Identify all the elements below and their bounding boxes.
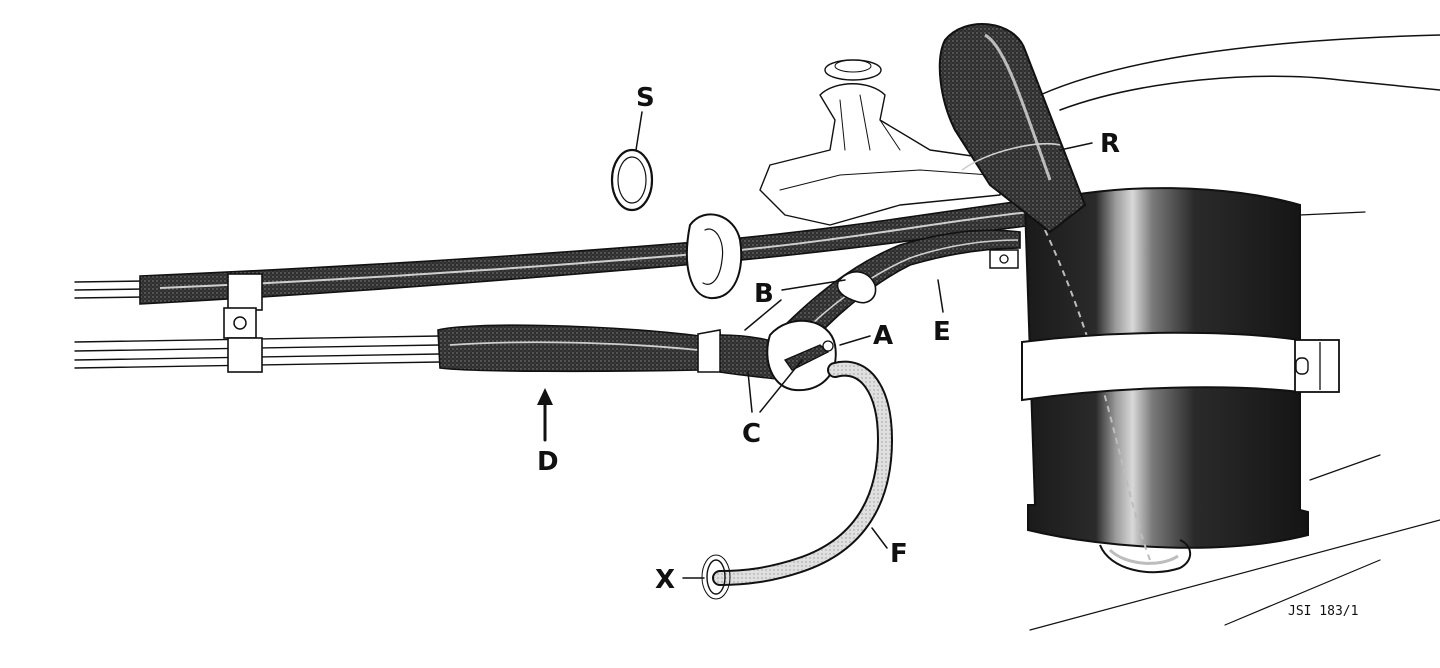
leader-lines (682, 142, 1093, 579)
grommet-s (610, 111, 654, 212)
label-c: C (742, 419, 761, 449)
cable-e (778, 229, 1021, 352)
background-structure (759, 34, 1440, 631)
label-f: F (890, 539, 908, 569)
twin-clip (223, 307, 257, 339)
label-s: S (636, 83, 655, 113)
label-x: X (655, 565, 675, 595)
upper-cable (74, 199, 1036, 311)
label-a: A (873, 321, 893, 351)
hose-f (701, 360, 894, 600)
junction-a (766, 319, 837, 392)
pipe-r (938, 23, 1087, 234)
label-r: R (1100, 129, 1120, 159)
label-b: B (754, 279, 774, 309)
reference-code: JSI 183/1 (1288, 604, 1358, 619)
callout-labels: S R B A E C D F X JSI 183/1 (537, 83, 1358, 619)
label-e: E (933, 317, 951, 347)
lower-cable-d (74, 324, 791, 442)
label-d: D (537, 447, 559, 477)
cylinder-unit (1021, 187, 1340, 574)
